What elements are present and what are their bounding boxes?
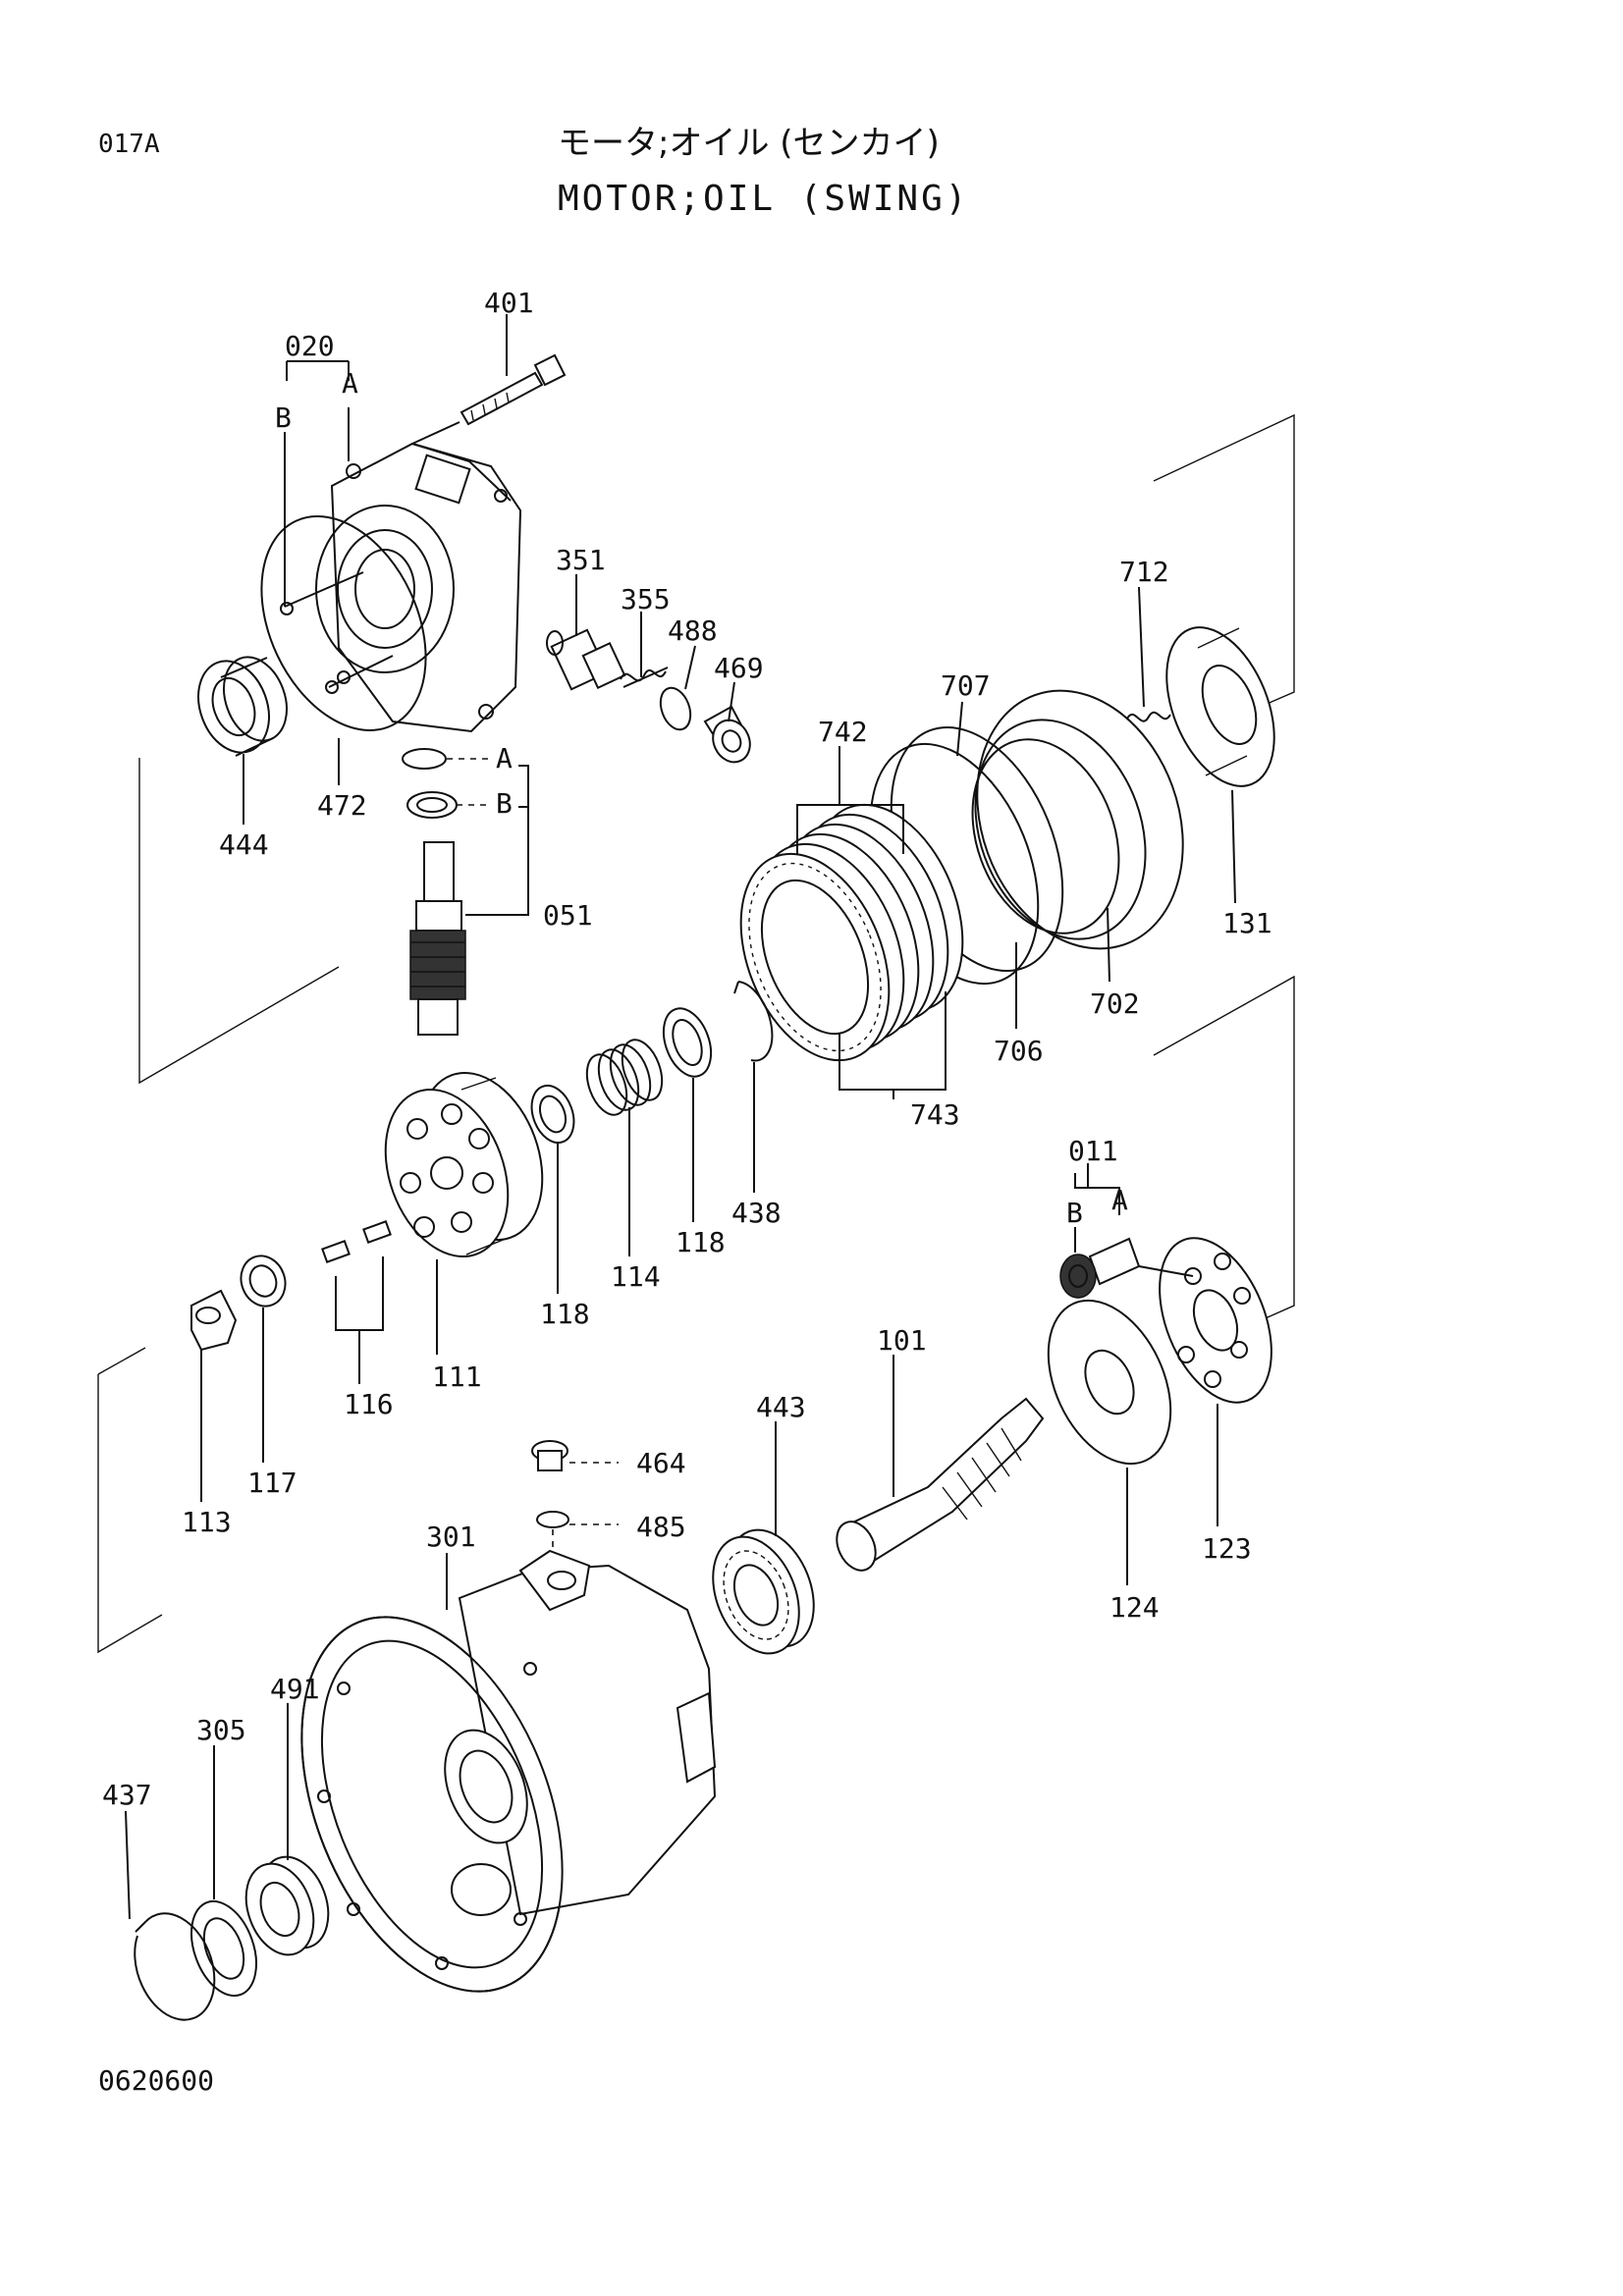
label-444: 444 [219,828,269,861]
plug-469[interactable] [703,705,757,769]
bearing-443[interactable] [697,1518,831,1667]
label-113: 113 [182,1506,232,1538]
valve-plate-131[interactable] [1146,612,1296,802]
label-469: 469 [714,652,764,684]
label-101: 101 [877,1324,927,1357]
label-305: 305 [196,1714,246,1746]
piston-assy-011[interactable] [1059,1237,1141,1299]
title-japanese: モータ;オイル (センカイ) [558,124,940,163]
spring-355[interactable] [620,667,669,688]
label-116: 116 [344,1388,394,1420]
drawing-number: 0620600 [98,2064,215,2097]
cylinder-block-111[interactable] [363,1055,564,1273]
label-111: 111 [432,1361,482,1393]
thrust-plate-124[interactable] [1024,1281,1195,1483]
o-ring-488[interactable] [655,684,695,734]
label-464: 464 [636,1447,686,1479]
label-355: 355 [621,583,671,615]
label-707: 707 [941,669,991,702]
part-labels: 401 020 A B 351 355 488 469 712 707 742 … [102,287,1272,1811]
o-ring-A[interactable] [402,748,447,770]
label-114: 114 [611,1260,661,1293]
label-401: 401 [484,287,534,319]
label-B: B [496,787,513,820]
label-020-A: A [342,367,358,400]
label-472: 472 [317,789,367,822]
oil-seal-491[interactable] [235,1847,341,1964]
label-124: 124 [1109,1591,1160,1624]
label-488: 488 [668,614,718,647]
bolt-401[interactable] [460,353,567,426]
leader-401 [411,421,460,445]
valve-cover-020[interactable] [315,442,522,733]
label-051: 051 [543,899,593,932]
label-131: 131 [1222,907,1272,939]
pins-116[interactable] [321,1220,392,1263]
label-118-upper: 118 [676,1226,726,1258]
washer-B[interactable] [406,791,458,819]
page-code: 017A [98,130,160,159]
label-351: 351 [556,544,606,576]
label-020-B: B [275,401,292,434]
bearing-444[interactable] [187,648,298,762]
plug-351[interactable] [546,628,626,691]
spring-712[interactable] [1126,711,1171,722]
label-117: 117 [247,1467,298,1499]
phantom-lines [97,413,1295,1654]
brake-piston-702[interactable] [943,662,1217,978]
friction-plates-742-743[interactable] [713,783,992,1083]
leader-lines [125,314,1236,1920]
label-491: 491 [270,1673,320,1705]
label-011: 011 [1068,1135,1118,1167]
housing-301[interactable] [251,1549,717,2030]
label-123: 123 [1202,1532,1252,1565]
ring-117[interactable] [234,1250,292,1312]
shaft-101[interactable] [830,1397,1045,1576]
label-706: 706 [994,1035,1044,1067]
label-011-B: B [1066,1197,1083,1229]
label-712: 712 [1119,556,1169,588]
label-A: A [496,742,513,774]
label-702: 702 [1090,988,1140,1020]
snap-ring-437[interactable] [134,1912,216,2021]
label-443: 443 [756,1391,806,1423]
title-english: MOTOR;OIL (SWING) [558,179,970,219]
plug-464[interactable] [531,1440,568,1471]
ring-118-upper[interactable] [655,1002,720,1084]
label-020: 020 [285,330,335,362]
o-ring-485[interactable] [536,1511,569,1528]
label-438: 438 [731,1197,782,1229]
label-743: 743 [910,1098,960,1131]
o-ring-472[interactable] [229,490,458,757]
label-118-lower: 118 [540,1298,590,1330]
retainer-plate-123[interactable] [1138,1222,1294,1419]
snap-ring-438[interactable] [733,981,774,1062]
spring-114[interactable] [579,1035,670,1120]
label-437: 437 [102,1779,152,1811]
relief-valve-051[interactable] [409,841,466,1036]
spherical-bushing-113[interactable] [190,1289,238,1352]
label-301: 301 [426,1521,476,1553]
label-742: 742 [818,716,868,748]
label-011-A: A [1111,1184,1128,1216]
pins-020 [280,571,394,694]
label-485: 485 [636,1511,686,1543]
